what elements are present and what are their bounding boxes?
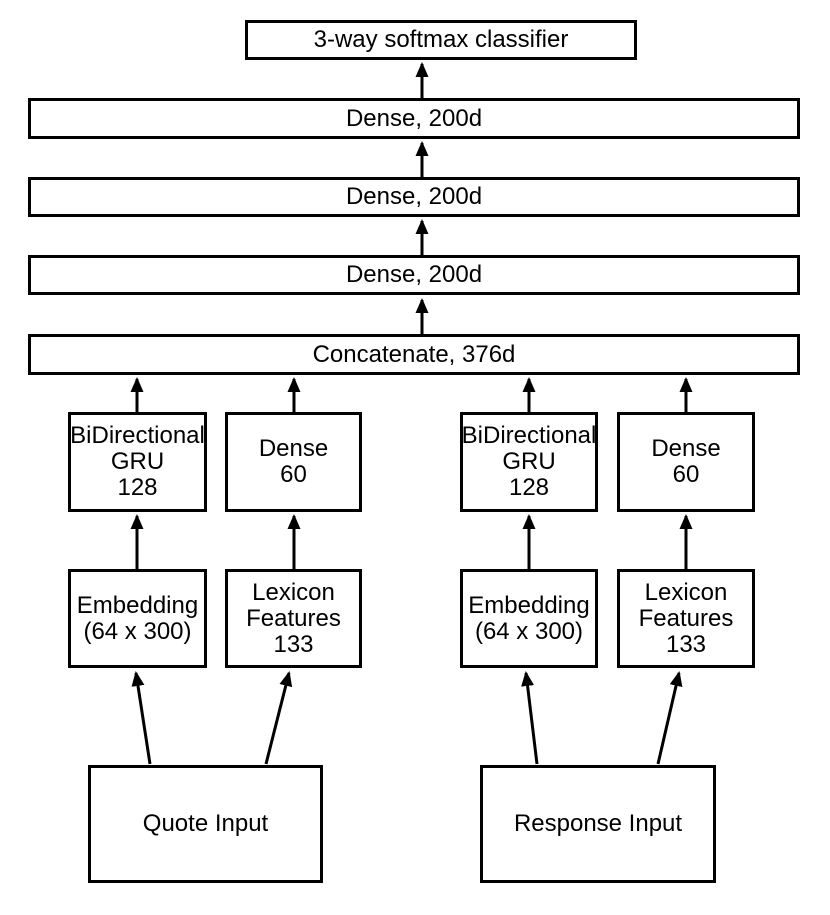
quote-dense60-box: Dense 60: [225, 412, 362, 512]
dense-200d-label-2: Dense, 200d: [345, 183, 483, 210]
response-embedding-box: Embedding (64 x 300): [460, 569, 598, 668]
quote-bigru-box: BiDirectional GRU 128: [68, 412, 207, 512]
dense-200d-box-3: Dense, 200d: [28, 255, 800, 295]
arrow-quote-input-to-embedding: [131, 671, 152, 765]
softmax-classifier-label: 3-way softmax classifier: [313, 26, 569, 53]
response-embedding-label: Embedding (64 x 300): [468, 591, 590, 645]
response-dense60-box: Dense 60: [617, 412, 755, 512]
softmax-classifier-box: 3-way softmax classifier: [245, 20, 637, 60]
arrow-response-input-to-embedding: [521, 671, 539, 765]
dense-200d-box-1: Dense, 200d: [28, 98, 800, 139]
concatenate-box: Concatenate, 376d: [28, 334, 800, 375]
concatenate-label: Concatenate, 376d: [312, 340, 516, 368]
quote-embedding-box: Embedding (64 x 300): [68, 569, 207, 668]
response-bigru-label: BiDirectional GRU 128: [461, 422, 597, 501]
dense-200d-box-2: Dense, 200d: [28, 177, 800, 217]
response-dense60-label: Dense 60: [651, 435, 721, 488]
response-lexicon-box: Lexicon Features 133: [617, 569, 755, 668]
quote-lexicon-label: Lexicon Features 133: [246, 578, 341, 658]
quote-lexicon-box: Lexicon Features 133: [225, 569, 362, 668]
quote-embedding-label: Embedding (64 x 300): [76, 591, 199, 645]
dense-200d-label-3: Dense, 200d: [345, 261, 483, 288]
quote-bigru-label: BiDirectional GRU 128: [70, 422, 205, 501]
response-input-label: Response Input: [513, 810, 683, 837]
response-input-box: Response Input: [480, 765, 716, 883]
quote-input-box: Quote Input: [88, 765, 323, 883]
arrow-response-input-to-lexicon: [656, 671, 683, 765]
quote-dense60-label: Dense 60: [258, 435, 329, 488]
arrow-quote-input-to-lexicon: [264, 671, 293, 765]
response-lexicon-label: Lexicon Features 133: [638, 578, 734, 658]
quote-input-label: Quote Input: [142, 810, 269, 837]
response-bigru-box: BiDirectional GRU 128: [460, 412, 598, 512]
dense-200d-label-1: Dense, 200d: [345, 104, 483, 132]
